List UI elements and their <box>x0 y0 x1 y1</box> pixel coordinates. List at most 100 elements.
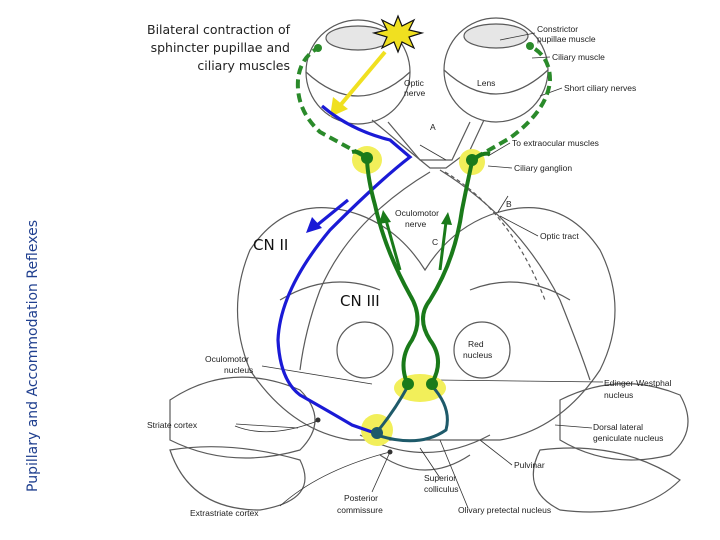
label-ew-1: Edinger-Westphal <box>604 378 672 388</box>
cn2-label: CN II <box>253 236 288 254</box>
light-stimulus <box>330 14 425 117</box>
right-red-nucleus <box>453 321 511 379</box>
interneuron-right <box>379 384 449 443</box>
right-lgn <box>559 383 689 461</box>
caption: Bilateral contraction of sphincter pupil… <box>147 22 291 73</box>
left-lgn <box>169 376 316 459</box>
leader-constrictor <box>499 32 536 41</box>
right-ew-nucleus-dot <box>426 378 438 390</box>
leader-short-ciliary <box>539 87 563 97</box>
extrastriate-curve <box>279 451 391 507</box>
label-striate: Striate cortex <box>147 420 198 430</box>
label-letter-c: C <box>432 237 438 247</box>
label-optic-tract: Optic tract <box>540 231 579 241</box>
label-oculomotor-nucleus-2: nucleus <box>224 365 253 375</box>
interneuron-left <box>375 385 410 433</box>
caption-line-1: Bilateral contraction of <box>147 22 291 37</box>
label-constrictor-1: Constrictor <box>537 24 578 34</box>
label-extrastriate: Extrastriate cortex <box>190 508 259 518</box>
label-oculomotor-nerve-2: nerve <box>405 219 427 229</box>
leader-ciliary-ganglion <box>487 165 513 169</box>
leader-oculomotor-nucleus <box>261 365 373 385</box>
cn3-label: CN III <box>340 292 380 310</box>
efferent-left-cn3 <box>365 159 420 384</box>
left-sphincter-dot <box>314 44 322 52</box>
midbrain-outline <box>236 207 616 441</box>
label-sup-2: colliculus <box>424 484 459 494</box>
leader-superior-colliculus <box>419 447 441 479</box>
cerebral-peduncle-right <box>469 281 571 301</box>
cn2-arrowhead <box>306 217 322 233</box>
left-ciliary-ganglion-dot <box>361 152 373 164</box>
label-post-2: commissure <box>337 505 383 515</box>
label-oculomotor-nucleus-1: Oculomotor <box>205 354 249 364</box>
optic-tract-left <box>299 171 431 371</box>
anatomy-background <box>169 17 689 513</box>
label-ciliary-ganglion: Ciliary ganglion <box>514 163 572 173</box>
left-lens <box>325 25 391 51</box>
label-ew-2: nucleus <box>604 390 633 400</box>
leader-olivary <box>439 439 469 509</box>
label-letter-a: A <box>430 122 436 132</box>
afferent-cn2-path <box>276 104 413 434</box>
right-sphincter-dot <box>526 42 534 50</box>
light-starburst-icon <box>371 14 425 54</box>
cn3-left-arrowhead <box>379 210 391 224</box>
label-letter-b: B <box>506 199 512 209</box>
label-optic-1: Optic <box>404 78 425 88</box>
optic-chiasm-inner <box>387 121 471 161</box>
arrow-b <box>497 195 509 213</box>
label-optic-2: nerve <box>404 88 426 98</box>
leader-ciliary-muscle <box>531 56 551 59</box>
right-pulvinar <box>532 447 681 513</box>
right-eye-retina <box>443 69 549 95</box>
cn3-left-arrow-shaft <box>384 219 402 271</box>
label-red-2: nucleus <box>463 350 492 360</box>
leader-ew-nucleus <box>435 379 604 383</box>
label-short-ciliary: Short ciliary nerves <box>564 83 636 93</box>
label-post-1: Posterior <box>344 493 378 503</box>
afferent-pathway <box>276 104 413 434</box>
label-pulvinar: Pulvinar <box>514 460 545 470</box>
label-olivary: Olivary pretectal nucleus <box>458 505 551 515</box>
label-sup-1: Superior <box>424 473 456 483</box>
leader-pulvinar <box>479 439 513 466</box>
cn3-right-arrow-shaft <box>438 221 448 271</box>
left-ew-nucleus-dot <box>402 378 414 390</box>
left-dashed-loop <box>295 46 363 157</box>
right-lens <box>463 23 529 49</box>
leader-posterior-commissure <box>371 451 391 493</box>
leader-optic-tract <box>499 215 539 237</box>
posterior-commissure-arc <box>379 454 471 471</box>
cn3-right-arrowhead <box>441 212 452 225</box>
light-ray-arrow <box>336 50 387 110</box>
label-constrictor-2: pupillae muscle <box>537 34 596 44</box>
leader-striate <box>235 423 299 429</box>
left-eye-retina <box>305 71 411 97</box>
label-lens: Lens <box>477 78 495 88</box>
leader-extraocular <box>487 142 511 157</box>
cn2-arrow-shaft <box>314 198 350 228</box>
efferent-right-cn3 <box>421 161 474 384</box>
pretectal-nucleus-dot <box>371 427 383 439</box>
label-dlg-2: geniculate nucleus <box>593 433 663 443</box>
left-pulvinar <box>169 446 306 511</box>
anatomy-labels: Constrictor pupillae muscle Ciliary musc… <box>147 24 672 518</box>
label-dlg-1: Dorsal lateral <box>593 422 643 432</box>
label-red-1: Red <box>468 339 484 349</box>
left-red-nucleus <box>336 321 394 379</box>
caption-line-3: ciliary muscles <box>197 58 290 73</box>
label-ciliary-muscle: Ciliary muscle <box>552 52 605 62</box>
striate-dot <box>315 417 321 423</box>
right-ciliary-ganglion-dot <box>466 154 478 166</box>
side-title: Pupillary and Accommodation Reflexes <box>25 220 41 492</box>
short-ciliary-loops <box>295 44 553 160</box>
optic-tract-right <box>439 169 591 381</box>
label-oculomotor-nerve-1: Oculomotor <box>395 208 439 218</box>
optic-tract-dashed <box>444 171 546 301</box>
optic-chiasm <box>371 119 485 169</box>
striate-curve <box>234 419 321 433</box>
leader-dlg <box>554 424 593 429</box>
